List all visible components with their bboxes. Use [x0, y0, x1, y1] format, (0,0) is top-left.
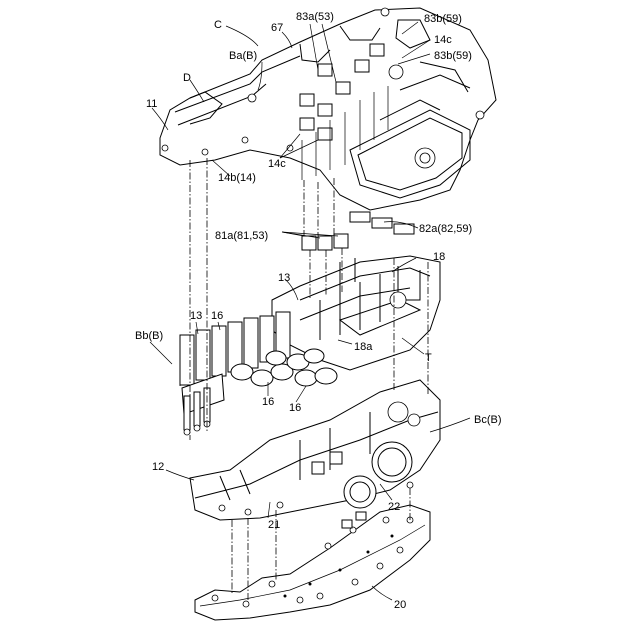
label-T: T: [425, 352, 432, 364]
label-21: 21: [268, 519, 280, 531]
lower-valve-body-12: [190, 380, 440, 520]
label-Ba-B: Ba(B): [229, 50, 257, 62]
label-Bc-B: Bc(B): [474, 414, 502, 426]
label-13-left: 13: [190, 310, 202, 322]
label-14b-14: 14b(14): [218, 172, 256, 184]
label-12: 12: [152, 461, 164, 473]
label-81a: 81a(81,53): [215, 230, 268, 242]
label-C: C: [214, 19, 222, 31]
label-18a: 18a: [354, 341, 373, 353]
label-Bb-B: Bb(B): [135, 330, 163, 342]
label-D: D: [183, 72, 191, 84]
label-83b-59-mid: 83b(59): [434, 50, 472, 62]
label-20: 20: [394, 599, 406, 611]
label-83a-53: 83a(53): [296, 11, 334, 23]
label-16-bottom-left: 16: [262, 396, 274, 408]
label-14c-bottom: 14c: [268, 158, 286, 170]
label-16-top: 16: [211, 310, 223, 322]
label-16-bottom-mid: 16: [289, 402, 301, 414]
label-82a: 82a(82,59): [419, 223, 472, 235]
label-83b-59-top: 83b(59): [424, 13, 462, 25]
label-22: 22: [388, 501, 400, 513]
label-13-top: 13: [278, 272, 290, 284]
label-18: 18: [433, 251, 445, 263]
label-11: 11: [146, 98, 157, 110]
label-67: 67: [271, 22, 283, 34]
label-14c-top: 14c: [434, 34, 452, 46]
